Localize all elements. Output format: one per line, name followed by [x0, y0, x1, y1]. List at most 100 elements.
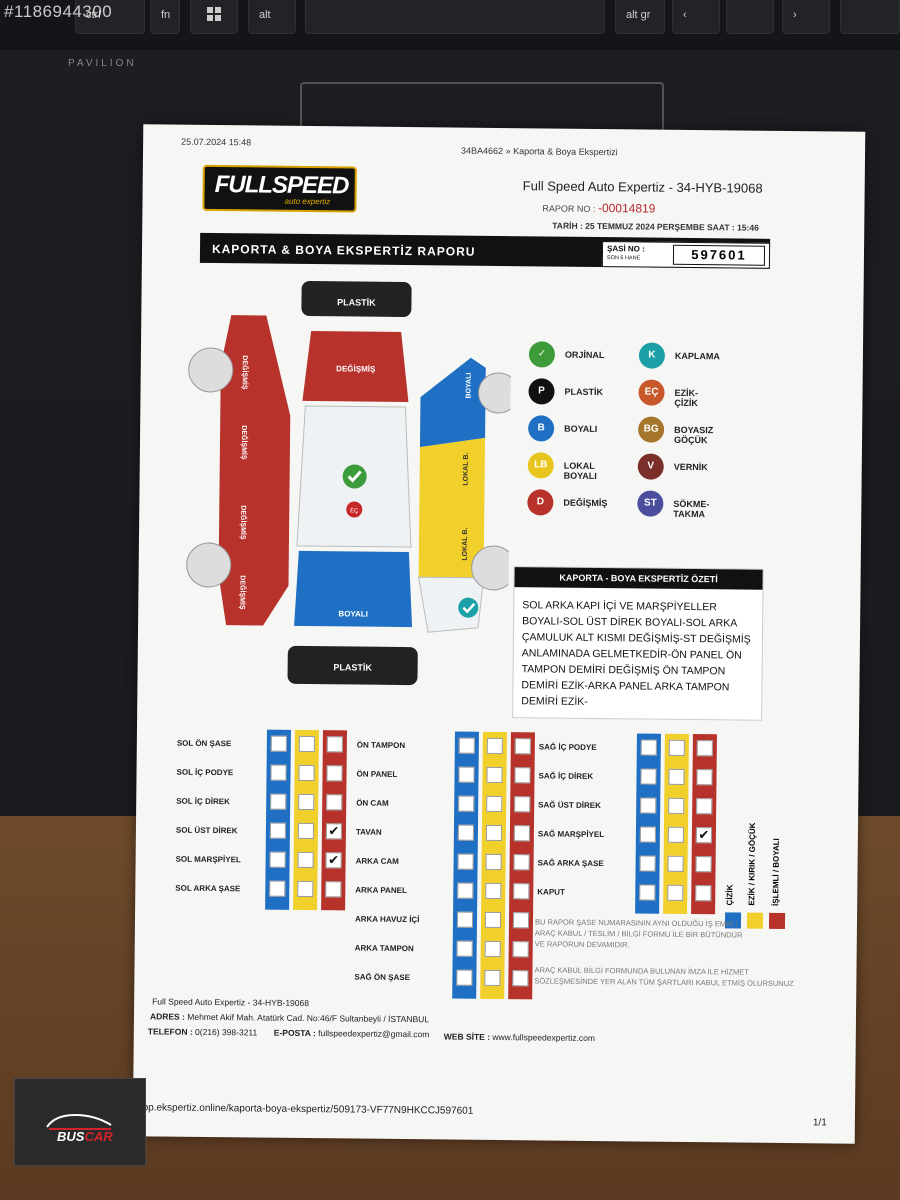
table-checkbox[interactable]: ✔: [325, 823, 343, 840]
rear-bumper-label: PLASTİK: [333, 662, 372, 672]
table-checkbox[interactable]: [512, 941, 529, 958]
table-checkbox[interactable]: [639, 855, 656, 872]
table-checkbox[interactable]: [668, 797, 685, 814]
touchpad: [300, 82, 664, 144]
table-checkbox[interactable]: [457, 882, 474, 899]
table-checkbox[interactable]: [513, 854, 530, 871]
table-checkbox[interactable]: [486, 795, 503, 813]
table-checkbox[interactable]: [513, 825, 530, 842]
table-checkbox[interactable]: [297, 851, 314, 869]
key-label-cizik: ÇİZİK: [725, 884, 735, 906]
laptop-brand: PAVILION: [68, 58, 137, 69]
legend-label: PLASTİK: [564, 386, 604, 398]
table-checkbox[interactable]: [458, 795, 475, 812]
table-checkbox[interactable]: [486, 737, 503, 755]
table-checkbox[interactable]: [512, 970, 529, 987]
table-checkbox[interactable]: [326, 765, 343, 782]
table-checkbox[interactable]: [298, 793, 315, 811]
table-checkbox[interactable]: [514, 796, 531, 813]
table-checkbox[interactable]: [270, 764, 287, 781]
table-row-label: SOL ARKA ŞASE: [175, 883, 241, 894]
table-checkbox[interactable]: [458, 766, 475, 783]
roof-damage-marker: EÇ: [350, 508, 359, 514]
table-checkbox[interactable]: [640, 768, 657, 785]
table-row-label: SOL MARŞPİYEL: [175, 854, 241, 865]
legend-dot-icon: K: [638, 342, 666, 369]
report-paper: 25.07.2024 15:48 34BA4662 » Kaporta & Bo…: [132, 124, 866, 1144]
right-rear-wheel: [471, 545, 512, 591]
table-checkbox[interactable]: [696, 798, 713, 815]
table-checkbox[interactable]: [668, 739, 685, 756]
table-checkbox[interactable]: [325, 881, 342, 898]
table-checkbox[interactable]: [514, 767, 531, 784]
table-checkbox[interactable]: ✔: [695, 827, 712, 844]
table-checkbox[interactable]: [485, 824, 502, 842]
legend-dot-icon: ✓: [528, 341, 556, 368]
table-checkbox[interactable]: [484, 969, 501, 987]
table-checkbox[interactable]: [456, 969, 473, 986]
table-checkbox[interactable]: [269, 851, 286, 868]
table-checkbox[interactable]: [639, 826, 656, 843]
summary-box: KAPORTA - BOYA EKSPERTİZ ÖZETİ SOL ARKA …: [512, 566, 764, 721]
table-checkbox[interactable]: [270, 793, 287, 810]
table-checkbox[interactable]: [484, 911, 502, 929]
table-checkbox[interactable]: [667, 884, 684, 901]
table-checkbox[interactable]: [456, 940, 473, 957]
table-checkbox[interactable]: [668, 768, 685, 785]
table-checkbox[interactable]: [456, 911, 474, 928]
table-checkbox[interactable]: [484, 940, 501, 958]
table-checkbox[interactable]: [696, 740, 713, 757]
footer-url[interactable]: https://app.ekspertiz.online/kaporta-boy…: [132, 1101, 474, 1117]
table-checkbox[interactable]: [269, 822, 287, 839]
table-checkbox[interactable]: [326, 736, 343, 753]
legend-label: LOKAL BOYALI: [563, 460, 597, 482]
table-checkbox[interactable]: [458, 737, 475, 754]
table-checkbox[interactable]: [512, 912, 530, 929]
table-checkbox[interactable]: [298, 764, 315, 782]
chassis-sublabel: SON 6 HANE: [606, 255, 641, 262]
table-checkbox[interactable]: [486, 766, 503, 784]
table-checkbox[interactable]: [639, 884, 656, 901]
table-checkbox[interactable]: [695, 885, 712, 902]
legend-dot-icon: ST: [637, 490, 664, 517]
table-checkbox[interactable]: [298, 735, 315, 753]
table-row-label: ÖN TAMPON: [356, 740, 406, 751]
table-checkbox[interactable]: [695, 856, 712, 873]
table-checkbox[interactable]: [640, 739, 657, 756]
table-row-label: SOL ÜST DİREK: [175, 825, 238, 836]
table-checkbox[interactable]: [667, 855, 684, 872]
legend-label: BOYASIZ GÖÇÜK: [673, 424, 714, 446]
print-title: 34BA4662 » Kaporta & Boya Ekspertizi: [461, 145, 618, 158]
table-checkbox[interactable]: ✔: [325, 852, 342, 869]
front-bumper: [301, 280, 412, 317]
legend-dot-icon: V: [637, 453, 664, 480]
extra-key: [840, 0, 900, 34]
rapor-no: RAPOR NO : -00014819: [542, 201, 656, 216]
table-checkbox[interactable]: [514, 738, 531, 755]
table-checkbox[interactable]: [269, 880, 286, 897]
table-row-label: ARKA PANEL: [355, 885, 407, 896]
table-checkbox[interactable]: [326, 794, 343, 811]
table-checkbox[interactable]: [696, 769, 713, 786]
left-side-panels: [218, 315, 291, 626]
table-checkbox[interactable]: [640, 797, 657, 814]
table-checkbox[interactable]: [667, 826, 684, 843]
table-checkbox[interactable]: [270, 735, 287, 752]
right-rear-panel: [417, 576, 485, 633]
table-checkbox[interactable]: [297, 880, 314, 898]
legend-dot-icon: B: [528, 415, 555, 442]
altgr-key: alt gr: [615, 0, 665, 34]
legend-label: KAPLAMA: [674, 350, 720, 362]
table-checkbox[interactable]: [457, 824, 475, 841]
arrow-left-key: ‹: [672, 0, 720, 34]
legend-label: EZİK-ÇİZİK: [674, 387, 699, 409]
table-checkbox[interactable]: [297, 822, 315, 840]
alt-key: alt: [248, 0, 296, 34]
table-checkbox[interactable]: [513, 883, 530, 900]
table-checkbox[interactable]: [457, 853, 474, 870]
logo-main-text: FULLSPEED: [214, 170, 349, 200]
table-checkbox[interactable]: [485, 853, 502, 871]
table-checkbox[interactable]: [485, 882, 502, 900]
table-row-label: SAĞ İÇ DİREK: [538, 771, 594, 781]
table-row-label: SAĞ MARŞPİYEL: [537, 829, 605, 840]
